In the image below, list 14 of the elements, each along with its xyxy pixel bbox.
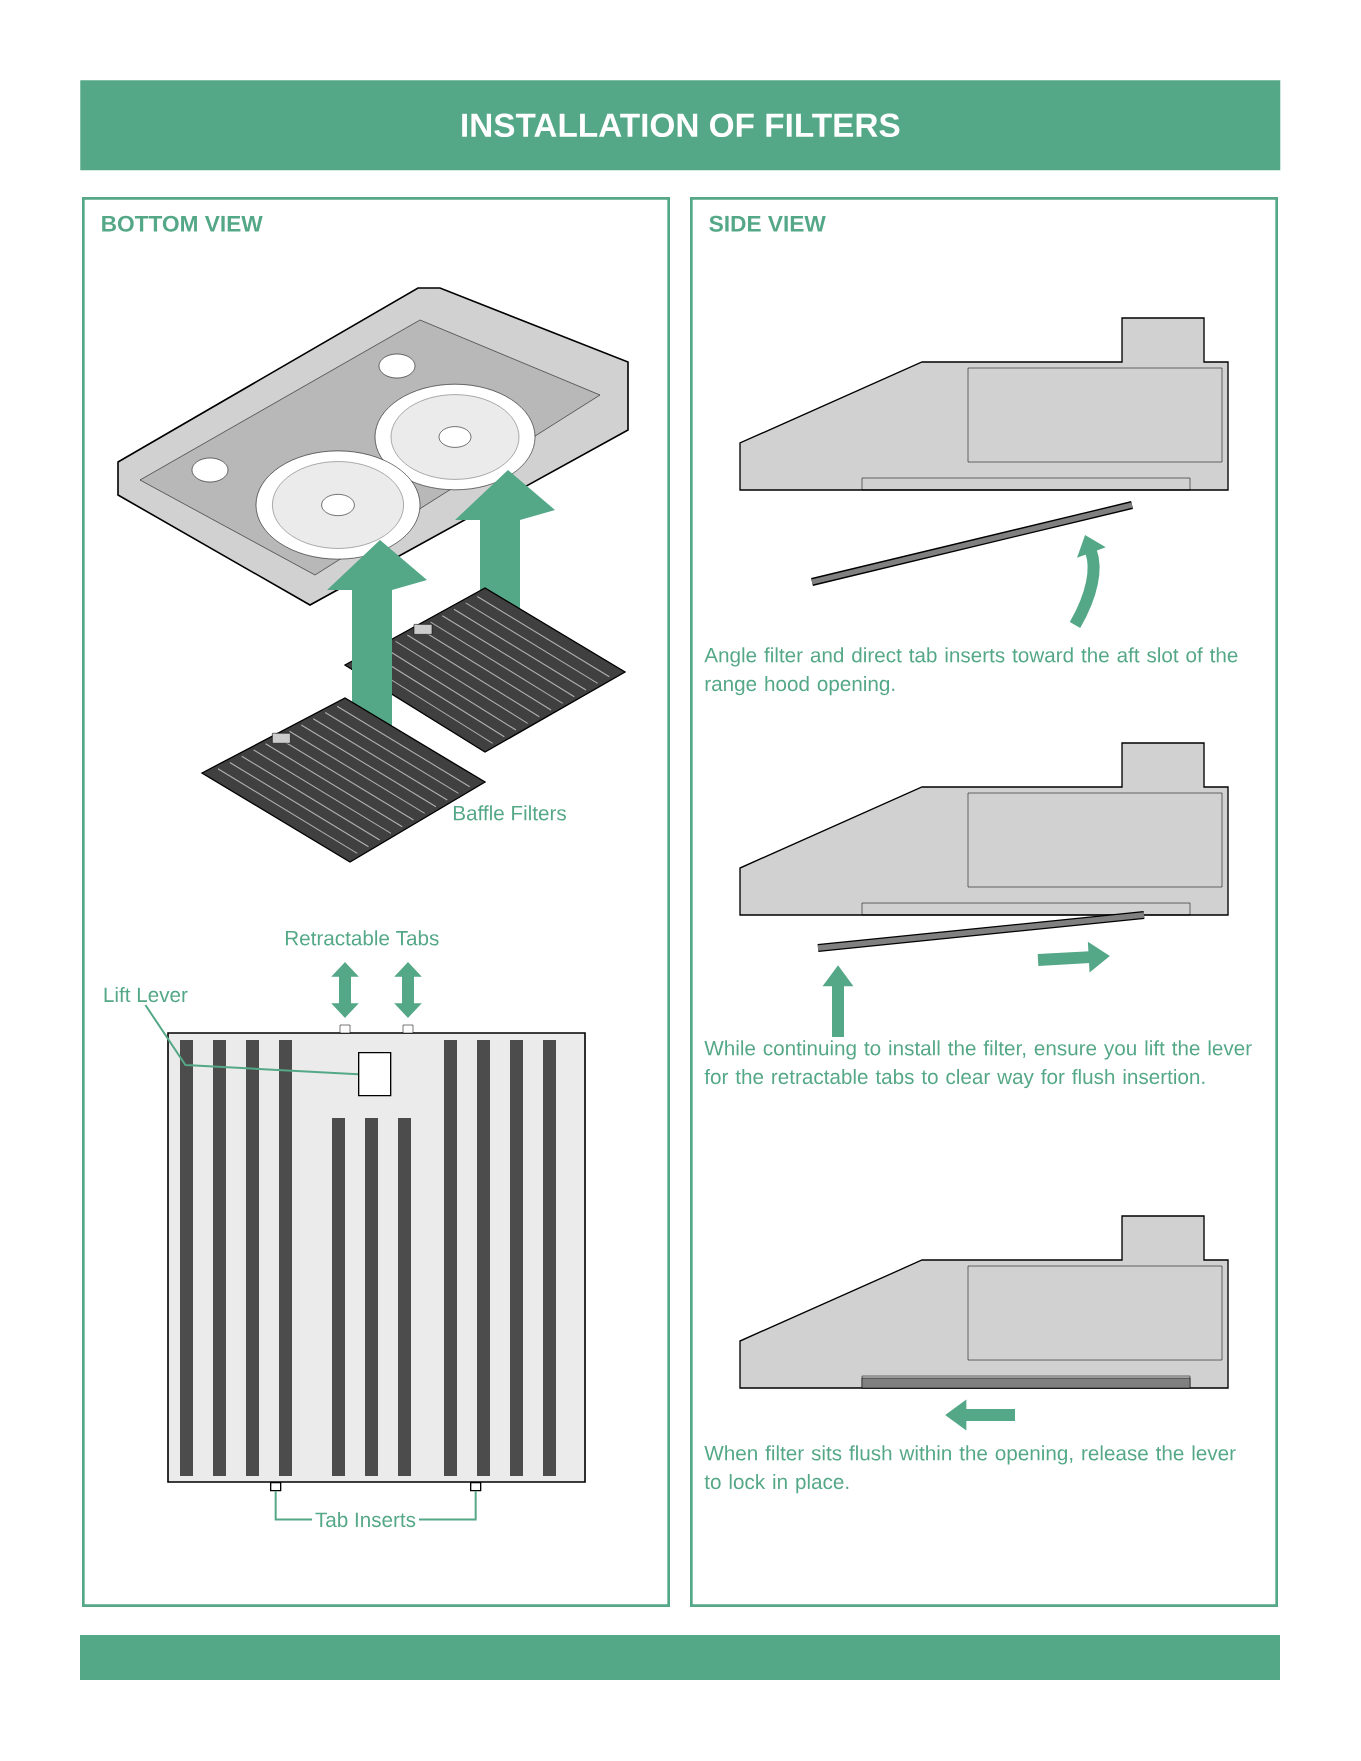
- instruction-text: Angle filter and direct tab inserts toward the aft slot of the range hood opening.: [704, 647, 1238, 696]
- leader-line: [274, 1490, 313, 1521]
- part-label: Retractable Tabs: [285, 930, 439, 946]
- leader-line: [144, 1004, 359, 1076]
- part-label: Baffle Filters: [453, 805, 566, 821]
- leader-line: [417, 1490, 477, 1521]
- instruction-text: When filter sits flush within the opening, release the lever to lock in place.: [704, 1445, 1236, 1494]
- title-banner: INSTALLATION OF FILTERS: [80, 80, 1281, 171]
- callout-label: Tab Inserts: [315, 1511, 416, 1528]
- tab-insert: [270, 1482, 282, 1492]
- lever-part: [358, 1052, 392, 1097]
- tab-insert: [470, 1482, 482, 1492]
- callout-label: Lift Lever: [104, 986, 188, 1003]
- instruction-text: While continuing to install the filter, ensure you lift the lever for the retractable tabs to clear way for flush insertion.: [704, 1040, 1252, 1089]
